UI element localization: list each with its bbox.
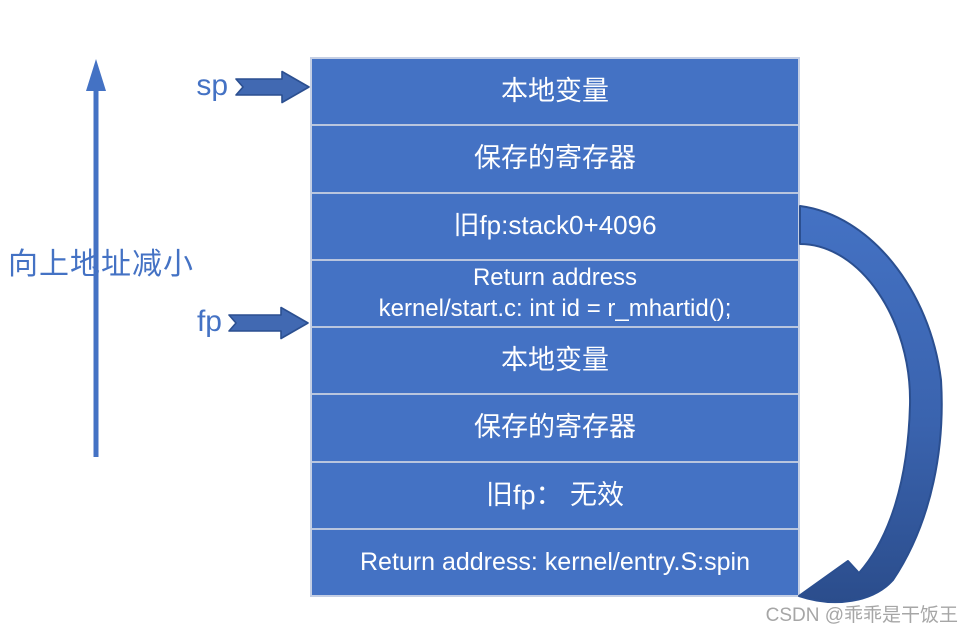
axis-label: 向上地址减小 — [8, 248, 194, 281]
watermark: CSDN @乖乖是干饭王 — [765, 605, 958, 626]
stack-row-label: 本地变量 — [501, 76, 609, 107]
stack-row-old-fp-1: 旧fp:stack0+4096 — [312, 191, 798, 259]
stack-row-label: 旧fp： 无效 — [485, 479, 625, 510]
stack-row-label: Return address — [472, 263, 638, 291]
stack-row-label: 保存的寄存器 — [474, 143, 636, 174]
stack-row-label: 本地变量 — [501, 345, 609, 376]
stack-row-sublabel: kernel/start.c: int id = r_mhartid(); — [378, 295, 732, 323]
stack-row-return-address-1: Return address kernel/start.c: int id = … — [312, 258, 798, 326]
stack-row-saved-registers-1: 保存的寄存器 — [312, 124, 798, 191]
stack-row-local-vars-2: 本地变量 — [312, 326, 798, 393]
sp-pointer-arrow-icon — [235, 70, 310, 104]
stack-row-local-vars-1: 本地变量 — [312, 59, 798, 124]
sp-label: sp — [196, 69, 228, 102]
stack-row-return-address-2: Return address: kernel/entry.S:spin — [312, 527, 798, 595]
stack-box: 本地变量 保存的寄存器 旧fp:stack0+4096 Return addre… — [310, 57, 800, 597]
up-arrow-icon — [86, 59, 106, 457]
stack-row-label: Return address: kernel/entry.S:spin — [359, 548, 750, 576]
stack-row-saved-registers-2: 保存的寄存器 — [312, 393, 798, 460]
stack-row-old-fp-2: 旧fp： 无效 — [312, 460, 798, 528]
stack-row-label: 保存的寄存器 — [474, 412, 636, 443]
fp-pointer-arrow-icon — [228, 306, 309, 340]
fp-label: fp — [196, 305, 222, 338]
curved-return-arrow-icon — [798, 205, 943, 604]
stack-row-label: 旧fp:stack0+4096 — [453, 210, 657, 241]
